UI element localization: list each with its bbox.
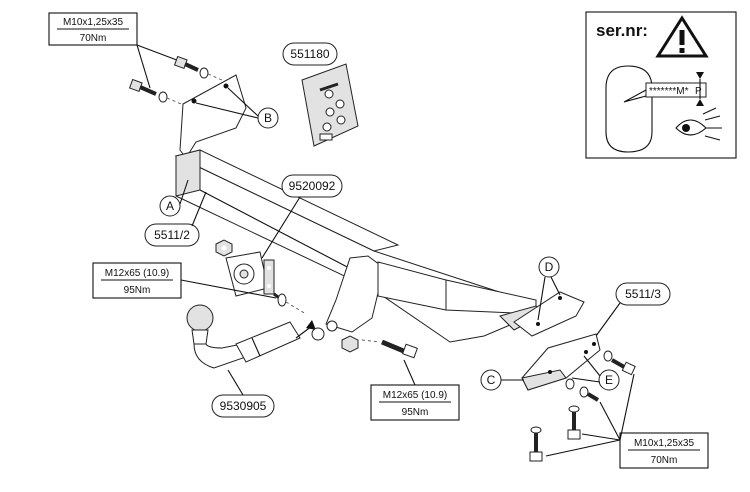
right-bracket-D [513, 291, 585, 337]
main-beam [174, 149, 550, 343]
towball-9530905 [186, 304, 301, 369]
label-5511-3: 5511/3 [595, 282, 671, 337]
callout-D: D [537, 256, 561, 321]
lower-bracket-5511-3 [521, 333, 601, 391]
svg-text:70Nm: 70Nm [651, 455, 678, 466]
svg-text:551180: 551180 [290, 47, 329, 61]
torque-label-mid: M12x65 (10.9) 95Nm [92, 262, 277, 299]
svg-text:5511/3: 5511/3 [625, 287, 661, 301]
callout-C: C [480, 369, 524, 391]
label-5511-2: 5511/2 [144, 191, 207, 247]
socket-plate [225, 251, 275, 297]
torque-top-bolt: M10x1,25x35 [63, 17, 123, 28]
svg-text:M10x1,25x35: M10x1,25x35 [634, 438, 694, 449]
svg-text:9520092: 9520092 [289, 179, 336, 193]
part-551180-kit [301, 63, 359, 147]
svg-text:C: C [487, 373, 496, 387]
center-bolt [361, 339, 418, 359]
torque-label-bottom-right: M10x1,25x35 70Nm [545, 373, 709, 469]
svg-text:B: B [264, 111, 272, 125]
right-bolts [529, 350, 636, 462]
callout-E: E [571, 355, 620, 391]
label-551180: 551180 [282, 42, 338, 66]
towball-neck-outline [605, 65, 653, 153]
svg-text:M12x65 (10.9): M12x65 (10.9) [105, 268, 169, 279]
label-9530905: 9530905 [211, 369, 275, 418]
svg-text:9530905: 9530905 [220, 399, 267, 413]
serial-plate-text: *******M* [649, 86, 689, 97]
serial-number-panel: ser.nr: *******M* P [585, 11, 737, 159]
top-bolts [128, 55, 223, 107]
callout-A: A [159, 179, 189, 217]
eye-icon [675, 107, 722, 141]
serial-title: ser.nr: [596, 21, 648, 40]
label-9520092: 9520092 [261, 174, 343, 259]
svg-text:D: D [545, 260, 554, 274]
svg-text:95Nm: 95Nm [124, 285, 151, 296]
svg-text:M12x65 (10.9): M12x65 (10.9) [383, 390, 447, 401]
small-nut [215, 239, 233, 257]
torque-top-value: 70Nm [80, 33, 107, 44]
beam-nuts [311, 320, 359, 353]
torque-label-bottom-center: M12x65 (10.9) 95Nm [370, 359, 460, 421]
svg-text:A: A [166, 199, 174, 213]
warning-triangle-icon [655, 15, 709, 58]
svg-text:95Nm: 95Nm [402, 407, 429, 418]
svg-text:5511/2: 5511/2 [154, 228, 190, 242]
svg-text:E: E [605, 373, 613, 387]
serial-plate-letter: P [695, 86, 702, 97]
left-bracket [179, 74, 247, 159]
torque-label-top: M10x1,25x35 70Nm [48, 12, 138, 46]
callout-B: B [195, 87, 279, 129]
beam-mount-plate [325, 255, 385, 333]
